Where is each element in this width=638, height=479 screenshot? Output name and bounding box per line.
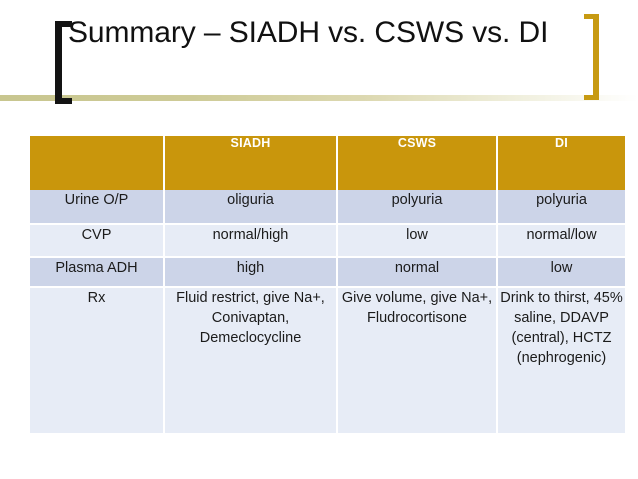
table-header-cell-blank: [30, 136, 165, 190]
page-title: Summary – SIADH vs. CSWS vs. DI: [68, 16, 549, 49]
cell-rx-siadh: Fluid restrict, give Na+, Conivaptan, De…: [164, 287, 338, 433]
bracket-left-decoration: [55, 21, 72, 104]
cell-cvp-csws: low: [337, 224, 498, 258]
table-row: Plasma ADH high normal low: [30, 257, 625, 288]
cell-plasma-adh-di: low: [497, 257, 625, 288]
row-label-rx: Rx: [30, 287, 165, 433]
cell-rx-csws: Give volume, give Na+, Fludrocortisone: [337, 287, 498, 433]
cell-urine-output-csws: polyuria: [337, 190, 498, 225]
cell-urine-output-siadh: oliguria: [164, 190, 338, 225]
table-row: Rx Fluid restrict, give Na+, Conivaptan,…: [30, 287, 625, 433]
row-label-urine-output: Urine O/P: [30, 190, 165, 225]
cell-rx-di: Drink to thirst, 45% saline, DDAVP (cent…: [497, 287, 625, 433]
table-header-cell-di: DI: [497, 136, 625, 190]
cell-plasma-adh-csws: normal: [337, 257, 498, 288]
bracket-right-decoration: [584, 14, 599, 100]
cell-urine-output-di: polyuria: [497, 190, 625, 225]
slide-title-block: Summary – SIADH vs. CSWS vs. DI: [0, 0, 638, 118]
table-header-cell-siadh: SIADH: [164, 136, 338, 190]
table-header-row: SIADH CSWS DI: [30, 136, 625, 190]
table-row: Urine O/P oliguria polyuria polyuria: [30, 190, 625, 225]
table-header-cell-csws: CSWS: [337, 136, 498, 190]
table-row: CVP normal/high low normal/low: [30, 224, 625, 258]
title-divider-rule: [0, 95, 638, 101]
cell-plasma-adh-siadh: high: [164, 257, 338, 288]
row-label-cvp: CVP: [30, 224, 165, 258]
cell-cvp-siadh: normal/high: [164, 224, 338, 258]
summary-comparison-table: SIADH CSWS DI Urine O/P oliguria polyuri…: [30, 136, 625, 433]
cell-cvp-di: normal/low: [497, 224, 625, 258]
row-label-plasma-adh: Plasma ADH: [30, 257, 165, 288]
